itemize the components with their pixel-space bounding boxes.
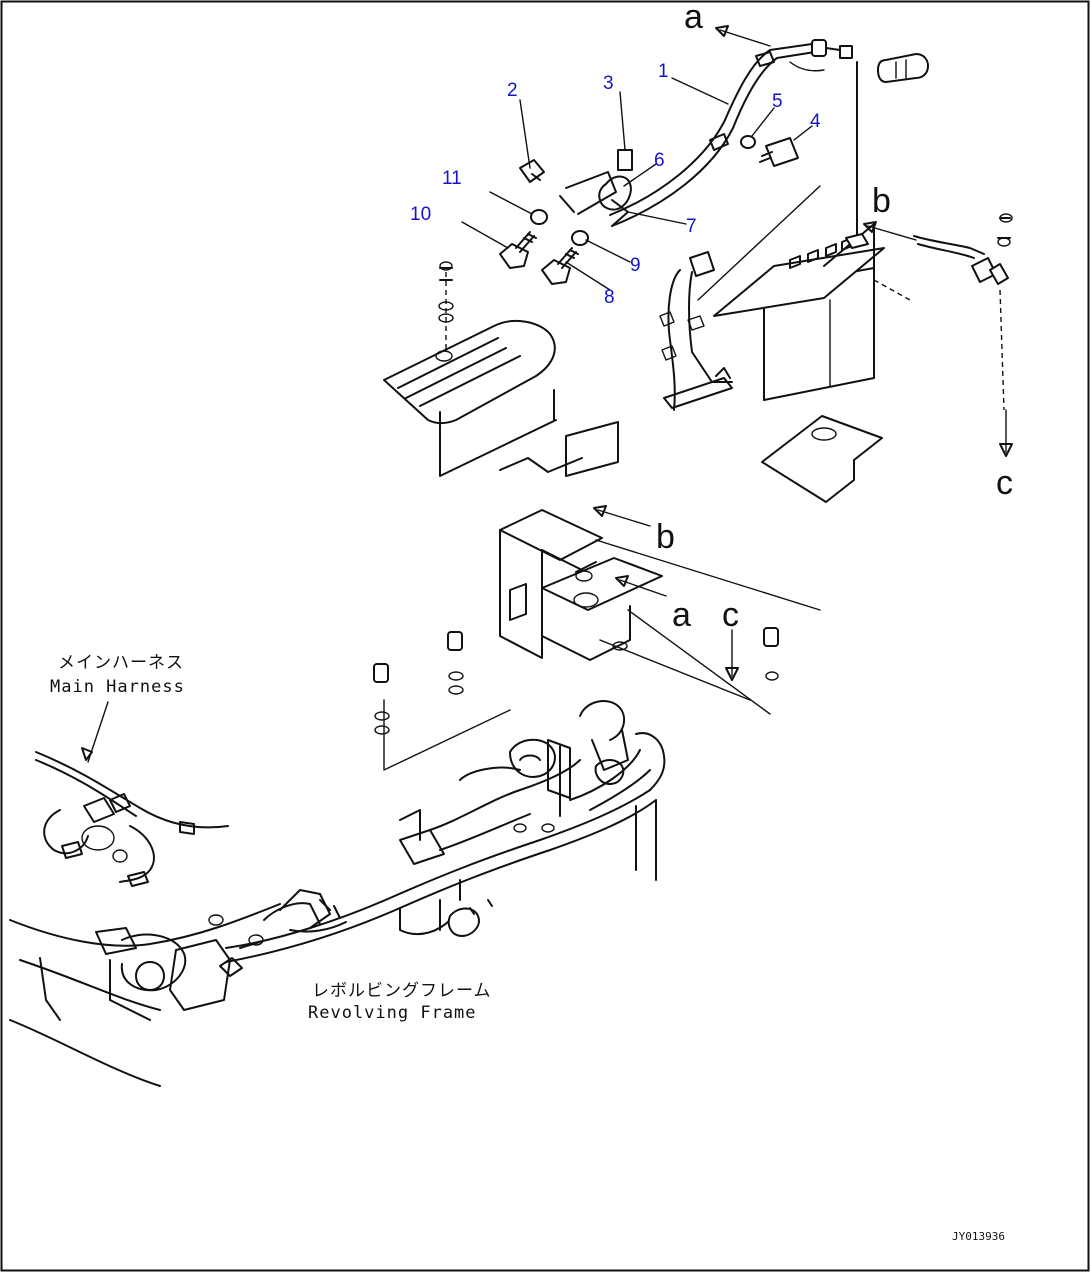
bolt-10 (499, 231, 537, 269)
callout-10: 10 (410, 204, 431, 225)
terminal-cap (877, 53, 929, 83)
callout-6: 6 (654, 150, 665, 171)
callout-3: 3 (603, 73, 614, 94)
cover-screws (438, 261, 454, 350)
washer-5 (740, 135, 756, 149)
reference-lines (383, 539, 821, 771)
revolving-frame-label-en: Revolving Frame (308, 1003, 477, 1023)
main-harness-label-en: Main Harness (50, 677, 185, 697)
callout-4: 4 (810, 111, 821, 132)
battery-box-bracket (499, 421, 663, 661)
main-harness-label-jp: メインハーネス (58, 653, 184, 673)
revolving-frame (9, 700, 666, 1087)
leader-lines (461, 77, 813, 291)
arrow-a-top (715, 25, 771, 47)
cover-plate (383, 319, 557, 477)
arrow-c-right (999, 409, 1013, 457)
connector-c-mid: c (722, 596, 739, 634)
callout-7: 7 (686, 216, 697, 237)
arrow-b-mid (593, 505, 651, 527)
connector-a-top: a (684, 0, 703, 36)
lower-screws (373, 570, 779, 735)
bolt-4 (759, 137, 799, 167)
connector-b-mid: b (656, 518, 675, 556)
harness-arrow (81, 747, 93, 761)
battery-mat (761, 415, 883, 503)
arrow-c-mid (725, 629, 739, 681)
battery-cable (609, 39, 853, 227)
connector-b-top: b (872, 182, 891, 220)
callout-9: 9 (630, 255, 641, 276)
callout-5: 5 (772, 91, 783, 112)
washer-11 (530, 209, 548, 225)
revolving-frame-label-jp: レボルビングフレーム (312, 981, 492, 1001)
main-harness (35, 751, 229, 887)
connector-a-mid: a (672, 596, 691, 634)
washer-9 (571, 230, 589, 246)
arrow-a-mid (615, 575, 667, 597)
battery (713, 223, 911, 401)
ground-cable (913, 213, 1013, 411)
connector-c-right: c (996, 464, 1013, 502)
drawing-code: JY013936 (952, 1230, 1005, 1243)
callout-2: 2 (507, 80, 518, 101)
bolt-8 (541, 247, 579, 285)
callout-11: 11 (442, 168, 462, 189)
callout-8: 8 (604, 287, 615, 308)
arrow-b-top (863, 221, 917, 241)
bracket-assembly (659, 185, 821, 411)
clamp-assembly (519, 149, 633, 227)
callout-1: 1 (658, 61, 669, 82)
